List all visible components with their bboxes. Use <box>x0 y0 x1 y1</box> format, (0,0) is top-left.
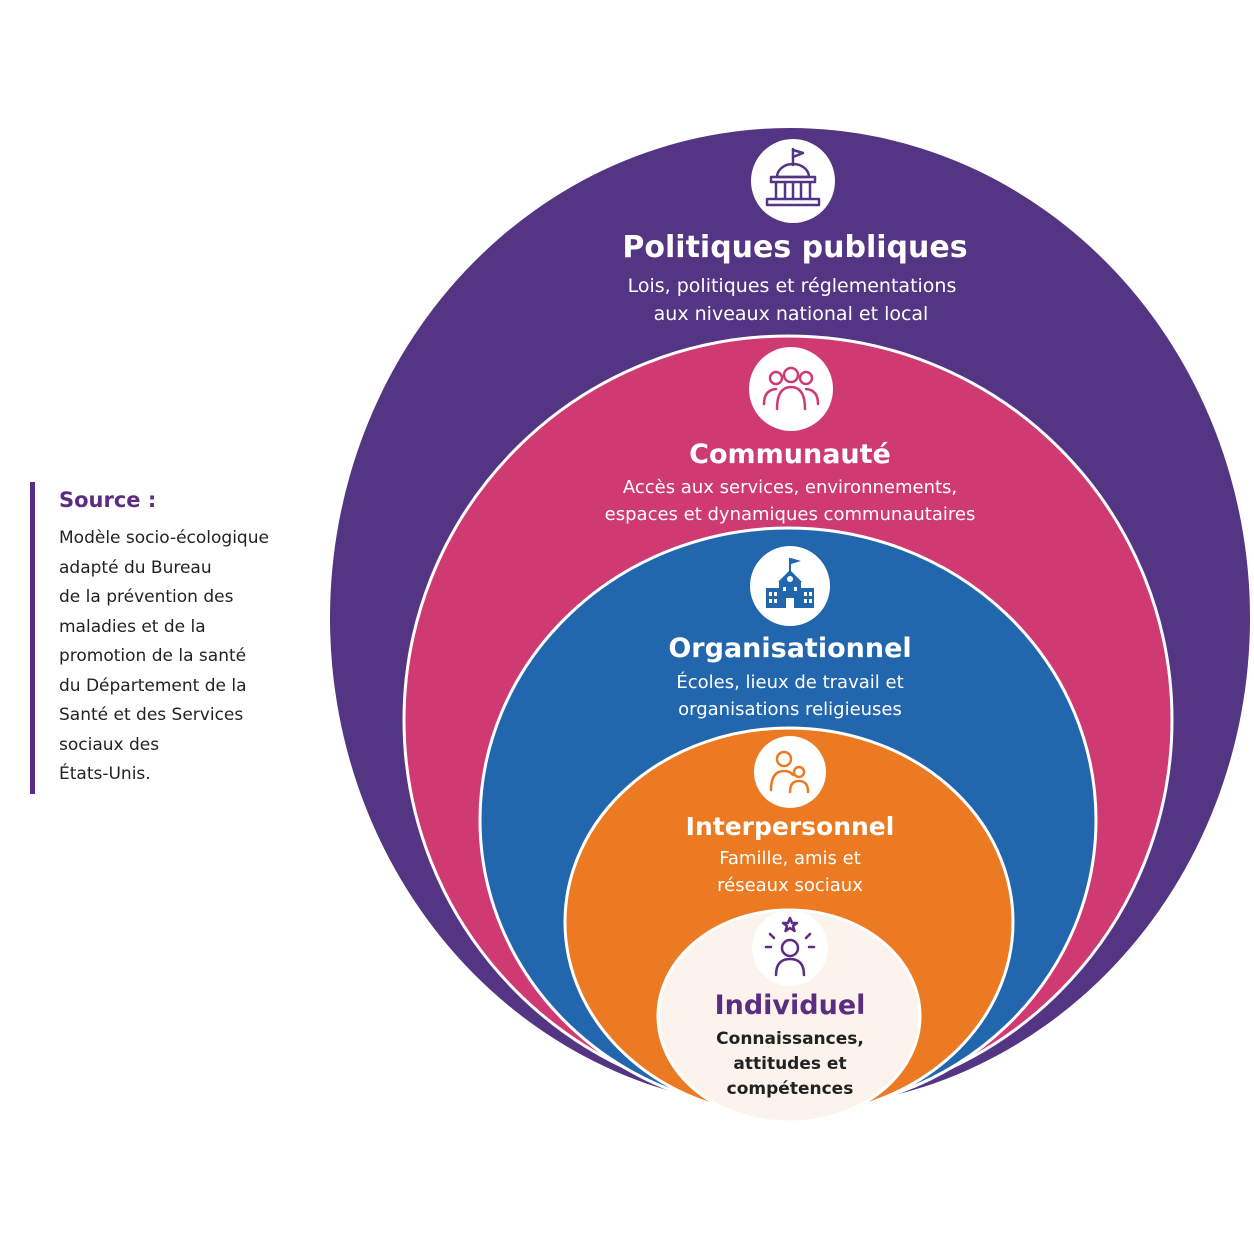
layer-individuel-desc-line1: Connaissances, <box>716 1029 864 1049</box>
group-people-icon <box>749 347 833 431</box>
layer-communaute-title: Communauté <box>689 439 891 470</box>
source-title: Source : <box>59 488 157 512</box>
layer-organisationnel-desc-line1: Écoles, lieux de travail et <box>676 671 903 693</box>
layer-interpersonnel-title: Interpersonnel <box>686 812 895 841</box>
two-people-icon <box>754 736 826 808</box>
layer-individuel-ellipse <box>656 908 922 1124</box>
layer-communaute-desc-line1: Accès aux services, environnements, <box>623 477 957 498</box>
layer-interpersonnel-desc-line2: réseaux sociaux <box>717 875 863 896</box>
source-note: Source : Modèle socio-écologique adapté … <box>30 482 300 794</box>
layer-organisationnel-title: Organisationnel <box>668 633 911 664</box>
source-text: Modèle socio-écologique adapté du Bureau… <box>59 528 269 784</box>
layer-politiques-desc-line2: aux niveaux national et local <box>654 303 929 325</box>
layer-politiques-title: Politiques publiques <box>622 230 967 265</box>
school-building-icon <box>750 546 830 626</box>
layer-interpersonnel-desc-line1: Famille, amis et <box>719 848 861 869</box>
layer-politiques-desc-line1: Lois, politiques et réglementations <box>628 275 957 297</box>
person-star-icon <box>752 910 828 986</box>
layer-individuel-title: Individuel <box>715 990 866 1021</box>
capitol-building-icon <box>751 139 835 223</box>
layer-individuel-desc-line2: attitudes et <box>733 1054 846 1074</box>
layer-organisationnel-desc-line2: organisations religieuses <box>678 699 902 720</box>
layer-communaute-desc-line2: espaces et dynamiques communautaires <box>605 504 976 525</box>
layer-individuel-desc-line3: compétences <box>727 1079 854 1099</box>
